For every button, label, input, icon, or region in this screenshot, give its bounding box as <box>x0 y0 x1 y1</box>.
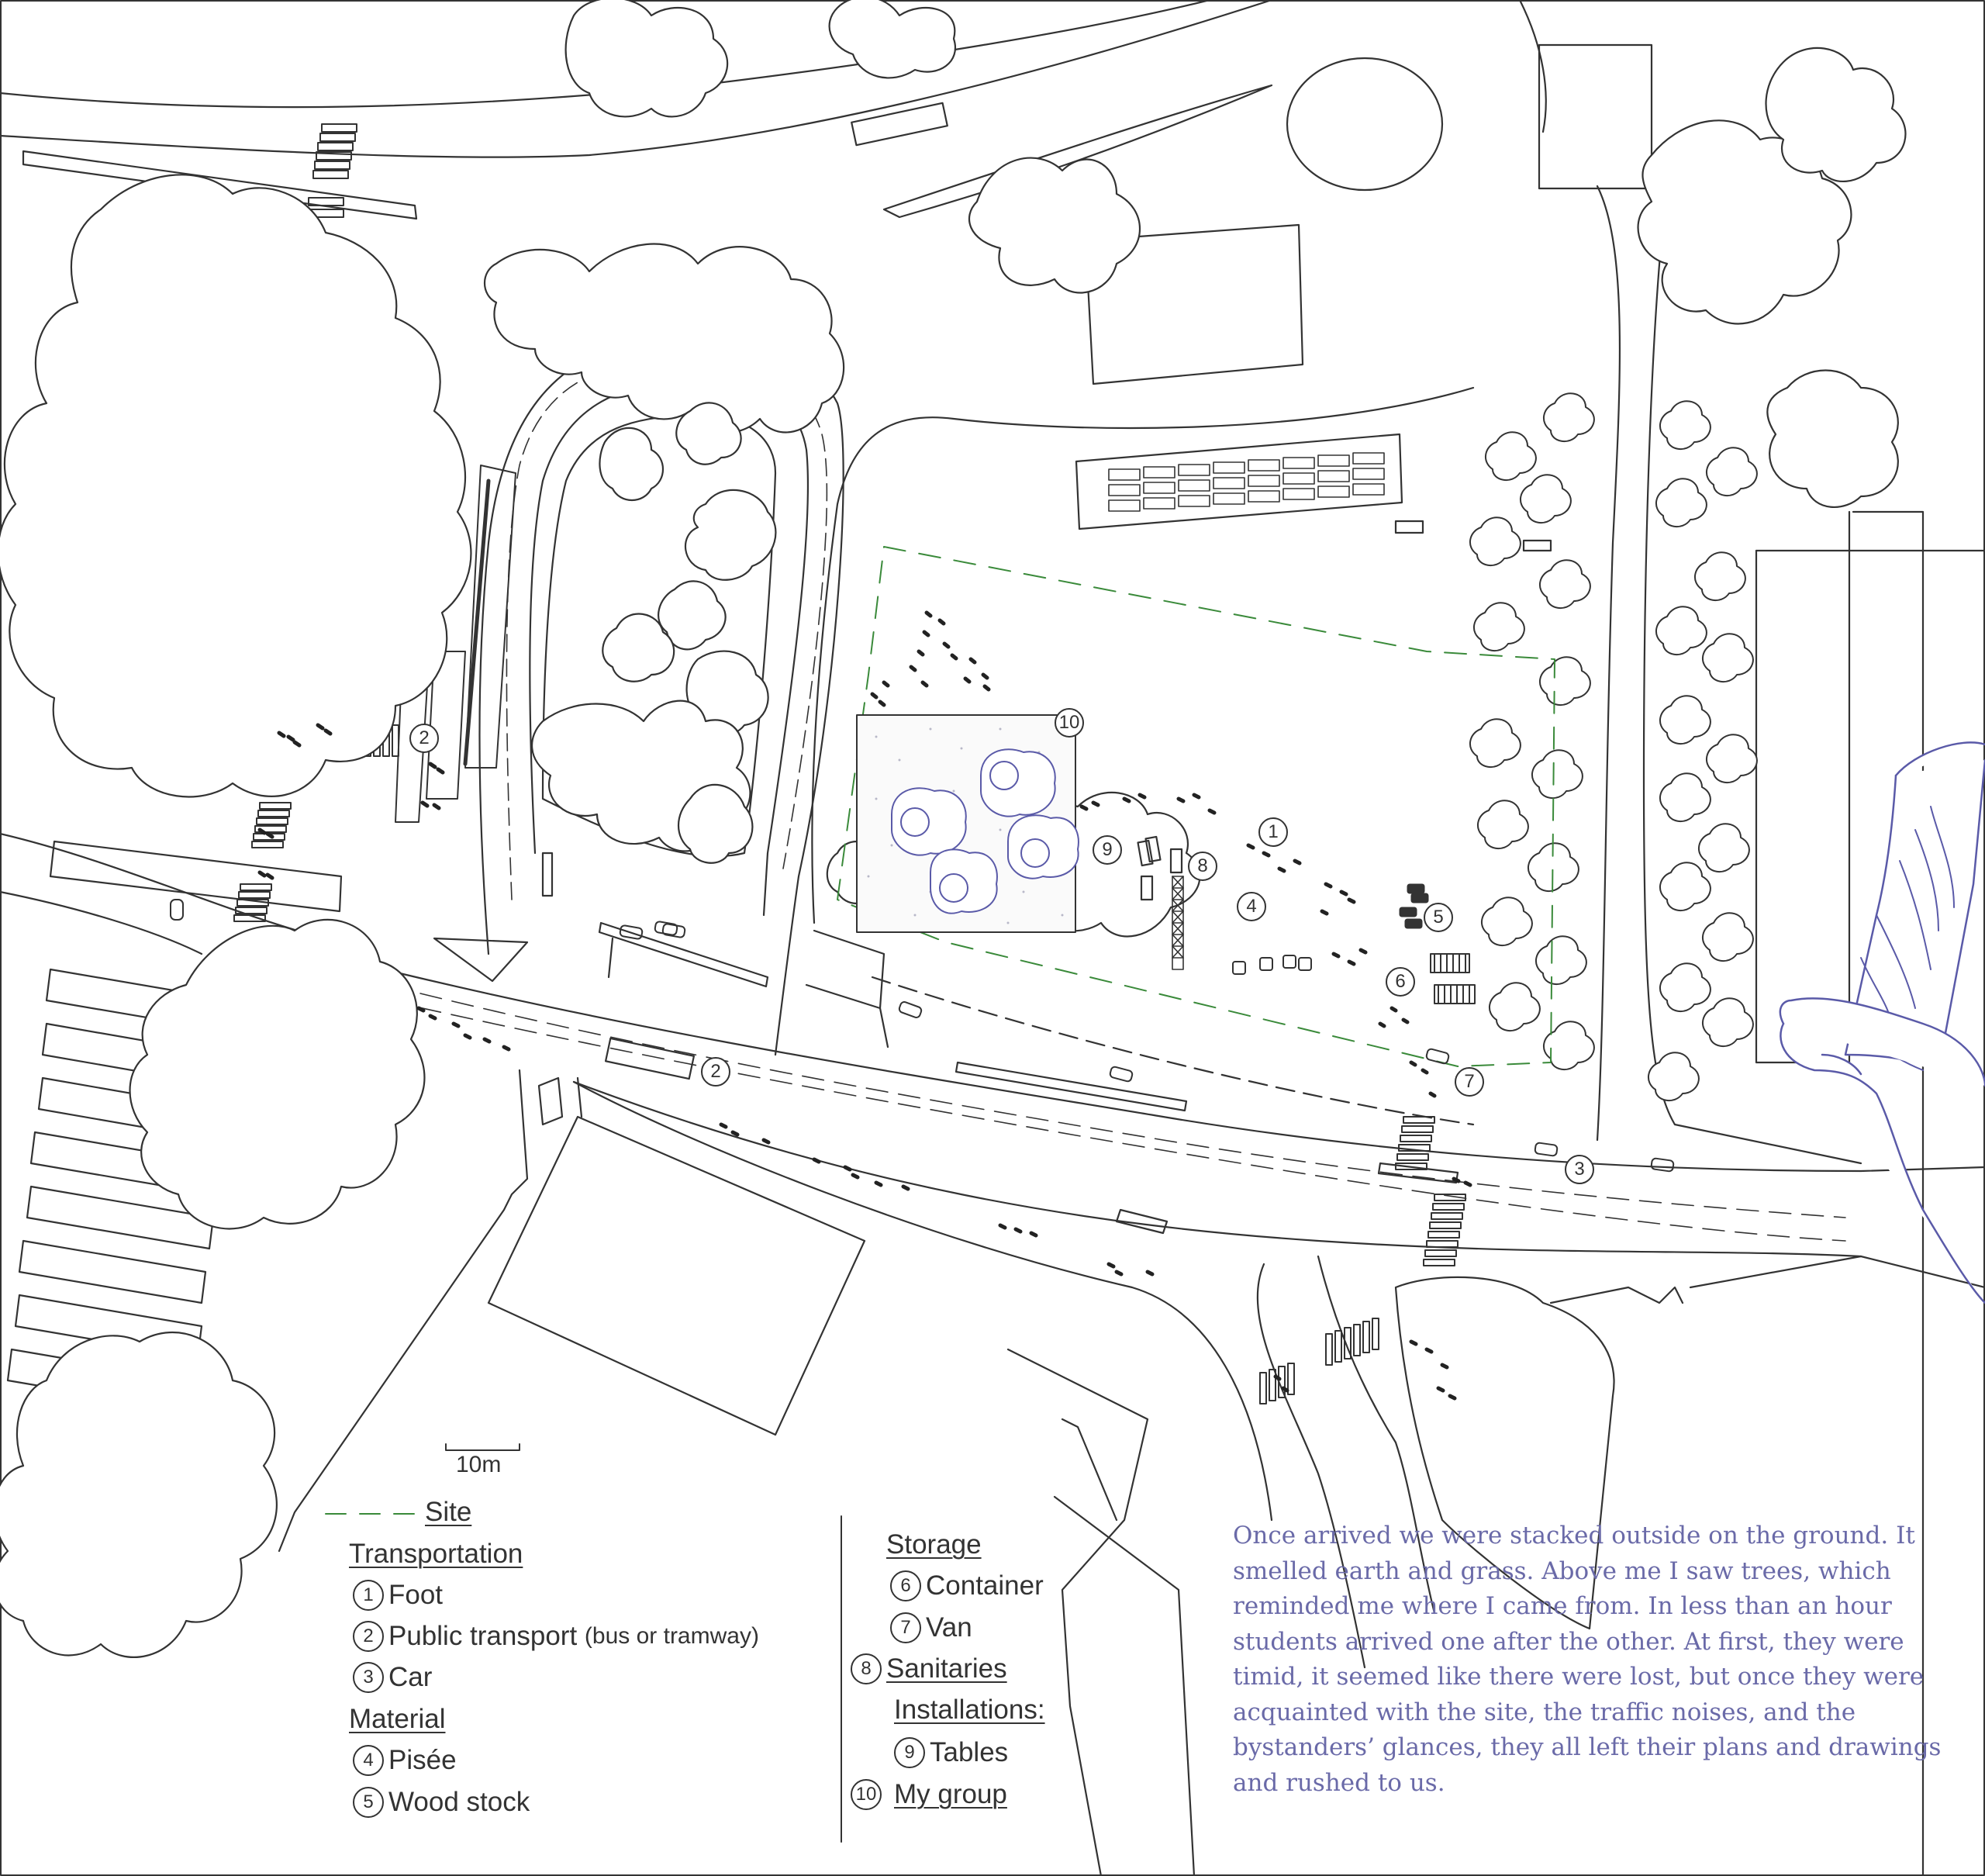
lower-road-centerline <box>325 969 1846 1218</box>
legend-wood-stock-label: Wood stock <box>388 1787 530 1817</box>
tram-platform-left <box>49 840 343 913</box>
left-avenue-edge-1 <box>0 832 327 940</box>
building-top-right <box>1538 43 1653 190</box>
legend-sanitaries-label: Sanitaries <box>886 1653 1007 1684</box>
map-label-8: 8 <box>1188 852 1217 881</box>
legend-car-label: Car <box>388 1662 433 1692</box>
map-label-3: 3 <box>1565 1155 1594 1184</box>
legend-foot-label: Foot <box>388 1580 444 1610</box>
legend-my-group-label: My group <box>894 1779 1007 1809</box>
footprints <box>257 610 1472 1401</box>
road-to-north-east <box>1518 0 1547 133</box>
tables <box>1137 835 1183 901</box>
loop-road-outer <box>478 333 844 1056</box>
map-label-4: 4 <box>1237 892 1266 921</box>
building-lower-left <box>487 1115 866 1436</box>
legend-storage: Storage <box>886 1529 982 1560</box>
narrative-text: Once arrived we were stacked outside on … <box>1233 1522 1942 1797</box>
parking-grid <box>1108 452 1385 512</box>
grass-area-edge <box>811 386 1475 924</box>
legend-num-9: 9 <box>894 1737 925 1768</box>
map-label-2-bus: 2 <box>701 1057 730 1087</box>
sanitaries <box>1172 876 1184 970</box>
south-road-west <box>1256 1263 1366 1669</box>
legend-num-5: 5 <box>353 1787 384 1818</box>
legend-installations: Installations: <box>894 1695 1045 1725</box>
bus-top <box>851 102 948 147</box>
bus-bottom <box>604 1037 696 1080</box>
legend-num-2: 2 <box>353 1621 384 1652</box>
road-east-1 <box>1596 185 1621 1142</box>
left-avenue-edge-3 <box>0 890 203 955</box>
legend-num-4: 4 <box>353 1745 384 1776</box>
legend-num-1: 1 <box>353 1580 384 1611</box>
legend-num-10: 10 <box>851 1779 882 1810</box>
lower-road-north-edge <box>305 948 1985 1173</box>
tree-canopies <box>0 0 1907 1658</box>
building-center-top <box>1084 223 1304 385</box>
scale-label: 10m <box>456 1452 502 1477</box>
legend-site: Site <box>425 1497 472 1527</box>
hand-illustration <box>1779 741 1985 1304</box>
legend-material: Material <box>349 1704 446 1734</box>
legend-van-label: Van <box>926 1612 972 1643</box>
tram-island-top <box>22 150 418 220</box>
pisee-blocks <box>1232 955 1312 975</box>
legend-num-7: 7 <box>890 1612 921 1643</box>
map-label-9: 9 <box>1093 835 1122 865</box>
east-building-1 <box>1852 510 1925 1876</box>
parking-block <box>1075 433 1403 530</box>
scale-bar <box>445 1443 520 1451</box>
building-south-east <box>1394 1276 1615 1630</box>
loop-inner-block <box>541 413 777 858</box>
map-label-2-stop: 2 <box>409 724 439 753</box>
lower-road-south-edge <box>572 1080 1862 1258</box>
map-label-6: 6 <box>1386 967 1415 997</box>
map-label-1: 1 <box>1258 817 1288 847</box>
tram-west-dashes <box>463 479 491 766</box>
south-sidewalk <box>572 1080 1273 1522</box>
upper-road-south-edge <box>0 0 1273 158</box>
my-group-detail <box>856 714 1079 933</box>
legend-my-group: 10 My group <box>851 1779 1007 1810</box>
legend-pisee-label: Pisée <box>388 1745 457 1775</box>
roundabout <box>1286 57 1444 192</box>
legend-public-transport-detail: (bus or tramway) <box>584 1623 759 1649</box>
legend-num-6: 6 <box>890 1570 921 1601</box>
map-label-5: 5 <box>1424 903 1453 932</box>
legend-num-3: 3 <box>353 1662 384 1693</box>
tree-row <box>1469 392 1758 1101</box>
map-label-10: 10 <box>1055 708 1084 738</box>
map-label-7: 7 <box>1455 1067 1484 1097</box>
legend-transportation: Transportation <box>349 1539 523 1569</box>
lower-left-sidewalk <box>278 1069 529 1553</box>
legend-tables-label: Tables <box>930 1737 1009 1767</box>
legend-num-8: 8 <box>851 1653 882 1684</box>
median-triangle <box>433 937 529 983</box>
cars <box>170 899 1675 1173</box>
south-road-east <box>1317 1255 1436 1615</box>
crosswalks <box>233 123 1466 1404</box>
legend-container-label: Container <box>926 1570 1044 1601</box>
legend-public-transport-label: Public transport <box>388 1621 578 1651</box>
containers <box>1430 953 1476 1004</box>
